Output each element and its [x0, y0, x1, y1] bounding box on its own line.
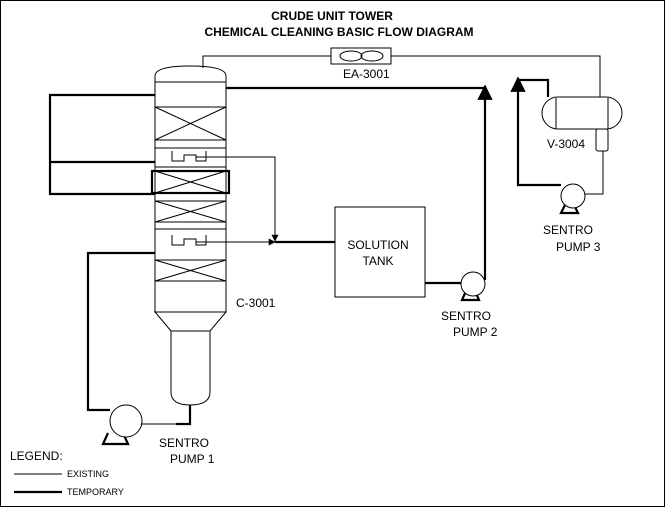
drum-outlet-to-pump3 — [585, 151, 604, 195]
sentro-pump-2 — [460, 271, 486, 302]
piping — [14, 55, 604, 494]
packed-bed-1 — [154, 106, 227, 141]
packed-bed-2 — [150, 169, 231, 195]
title-line-2: CHEMICAL CLEANING BASIC FLOW DIAGRAM — [204, 25, 474, 39]
legend-temporary-label: TEMPORARY — [67, 487, 124, 497]
air-cooler-ea-3001 — [330, 47, 392, 65]
legend-heading: LEGEND: — [10, 449, 63, 463]
label-pump2-line1: SENTRO — [441, 309, 492, 323]
pump1-discharge-to-column — [86, 251, 155, 412]
column-cone — [153, 311, 228, 332]
left-temporary-header — [48, 93, 155, 196]
label-pump1-line1: SENTRO — [159, 436, 210, 450]
drum-v-3004 — [541, 96, 623, 152]
packed-bed-4 — [154, 259, 227, 282]
pump3-discharge-riser — [510, 76, 561, 187]
legend-existing-label: EXISTING — [67, 469, 110, 479]
column-shell — [154, 81, 227, 313]
column-top-head — [154, 65, 227, 83]
column-bottom-section — [170, 330, 211, 406]
label-pump1-line2: PUMP 1 — [170, 452, 215, 466]
label-v-3004: V-3004 — [547, 137, 586, 151]
chimney-tray-2 — [155, 228, 226, 246]
draw-off-line-1 — [196, 156, 279, 242]
label-solution-tank-1: SOLUTION — [347, 238, 409, 252]
label-c-3001: C-3001 — [236, 296, 276, 310]
pump3-return-to-drum — [518, 78, 550, 97]
column-bottom-to-pump1 — [176, 405, 192, 426]
solution-tank — [334, 206, 426, 298]
cooler-line-to-drum — [391, 55, 601, 97]
label-pump2-line2: PUMP 2 — [453, 325, 498, 339]
sentro-pump-3 — [559, 183, 586, 215]
label-ea-3001: EA-3001 — [343, 67, 390, 81]
overhead-line-to-cooler — [202, 55, 331, 68]
sentro-pump-1 — [101, 404, 176, 446]
column-c-3001 — [150, 65, 231, 406]
label-pump3-line2: PUMP 3 — [556, 240, 601, 254]
label-pump3-line1: SENTRO — [543, 223, 594, 237]
chimney-tray-1 — [155, 147, 226, 168]
label-solution-tank-2: TANK — [362, 254, 394, 268]
title-line-1: CRUDE UNIT TOWER — [271, 9, 393, 23]
packed-bed-3 — [154, 200, 227, 223]
